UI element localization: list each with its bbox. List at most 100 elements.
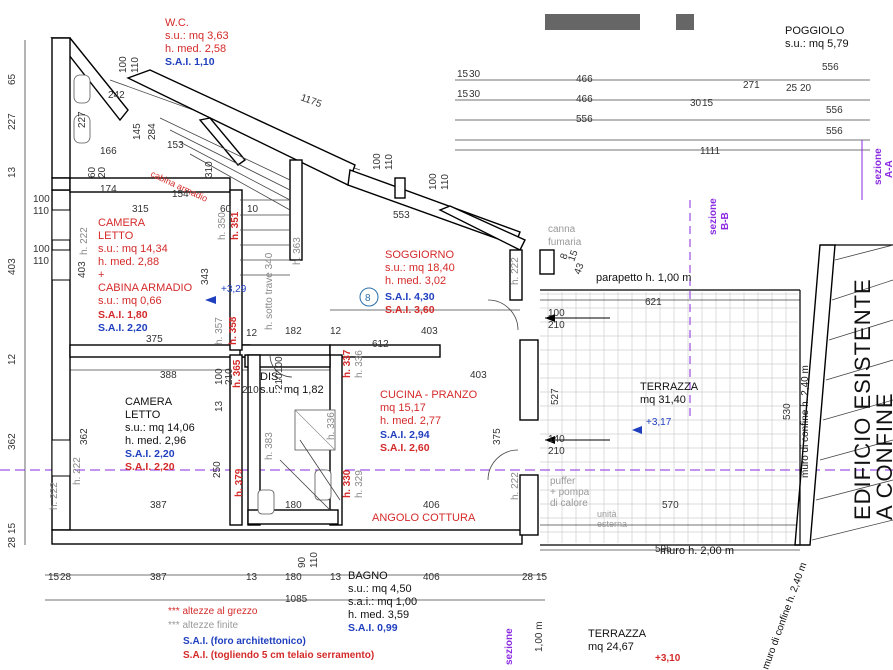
camera2-sai1: S.A.I. 2,20 [125,448,175,460]
legend-sai-foro: S.A.I. (foro architettonico) [183,636,306,647]
dim: 527 [550,388,561,405]
dim: h. 383 [264,432,275,460]
dim: 403 [421,326,438,337]
dim: 12 [330,326,342,337]
soggiorno-hmed: h. med. 3,02 [385,275,446,287]
soggiorno-sai1: S.A.I. 4,30 [385,291,435,303]
dim: 362 [7,433,18,450]
dim: 60 [220,204,232,215]
terrazza1-name: TERRAZZA [640,381,699,393]
dim: 15 [566,248,580,263]
camera1-hmed: h. med. 2,88 [98,256,159,268]
dim: 90 [297,556,308,568]
dim: 182 [285,326,302,337]
camera1-name2: LETTO [98,230,134,242]
room-number: 8 [365,293,371,304]
sezione-aa-1: sezione [873,148,884,185]
sezione-bb-2: B-B [720,212,731,230]
dim: 12 [7,353,18,365]
dim: h. 336 [326,412,337,440]
canna-fumaria-2: fumaria [548,237,582,248]
dim: 110 [33,206,49,217]
dim: 284 [147,123,158,140]
dim: 28 [60,572,72,583]
dim: 100 [548,308,565,319]
dim: 556 [576,114,593,125]
dim: 180 [285,572,302,583]
parapetto-label: parapetto h. 1,00 m [596,272,691,284]
puffer-2: + pompa [550,487,590,498]
dim: 110 [33,256,49,267]
dim: 60 [87,166,98,178]
dim: 13 [214,400,225,412]
sezione-aa-2: A-A [884,160,893,178]
terrazza2-level: +3,10 [655,653,681,664]
h100m-label: 1,00 m [534,621,545,652]
sezione-bb-1: sezione [708,198,719,235]
dim: 140 [548,434,565,445]
bagno-sai2: S.A.I. 0,99 [348,622,398,634]
dim: 154 [172,189,189,200]
camera2-sai2: S.A.I. 2,20 [125,461,175,473]
camera1-su: s.u.: mq 14,34 [98,243,168,255]
cucina-sai1: S.A.I. 2,94 [380,429,430,441]
dis-name: DIS. [260,371,281,383]
dim: 595 [655,544,672,555]
dim: 210 [224,368,235,385]
dim: 8 [558,252,570,261]
dim: 110 [384,154,395,170]
dim: 13 [7,166,18,178]
dim: h. 365 [232,359,243,388]
dim: 15 [536,572,548,583]
room-number-badge [359,287,379,307]
dim: 387 [150,572,167,583]
wc-su: s.u.: mq 3,63 [165,30,229,42]
dim: 375 [146,334,163,345]
sezione-bottom: sezione [504,628,515,665]
dim: 556 [826,126,843,137]
dim: 43 [572,261,586,276]
dim: 343 [200,268,211,285]
dim: 28 [522,572,534,583]
dim: 403 [470,370,487,381]
terrace-grid [540,292,798,543]
dim: 466 [576,94,593,105]
dim: h. 222 [72,457,83,485]
walls [50,14,893,546]
dim: 15 [457,89,469,100]
cucina-hmed: h. med. 2,77 [380,415,441,427]
dim: 25 [786,83,798,94]
muro-confine-2: muro di confine h. 2,40 m [760,561,809,670]
sotto-trave-label: h. sotto trave 340 [264,252,275,330]
door-swings [269,299,519,511]
dim: h. 351 [230,211,241,240]
dim: h. 363 [292,237,303,265]
dim: h. 330 [342,469,353,498]
dim: h. 357 [214,317,225,345]
canna-fumaria-1: canna [548,224,576,235]
dim: 556 [826,105,843,116]
soggiorno-name: SOGGIORNO [385,249,455,261]
dim: 362 [79,428,90,445]
dim: 1175 [299,92,323,110]
camera1-sai1: S.A.I. 1,80 [98,309,148,321]
cucina-name: CUCINA - PRANZO [380,389,478,401]
dim: 30 [469,69,481,80]
dis-su: s.u.: mq 1,82 [260,384,324,396]
dimensions: 65 227 13 403 12 362 15 28 242 100 110 1… [7,56,843,605]
legend-finite: *** altezze finite [168,620,238,631]
dim: 100 [214,368,225,385]
dim: 100 [118,56,129,73]
dim: 315 [132,204,149,215]
dim: 153 [167,140,184,151]
camera1-cabina: CABINA ARMADIO [98,282,193,294]
dim: 250 [212,461,223,478]
dim: 100 [33,194,50,205]
dim: h. 337 [342,349,353,378]
section-lines [0,140,893,471]
wc-sai: S.A.I. 1,10 [165,56,215,68]
dim: 15 [7,522,18,534]
legend-sai-telaio: S.A.I. (togliendo 5 cm telaio serramento… [183,650,374,661]
dim: h. 222 [510,257,521,285]
